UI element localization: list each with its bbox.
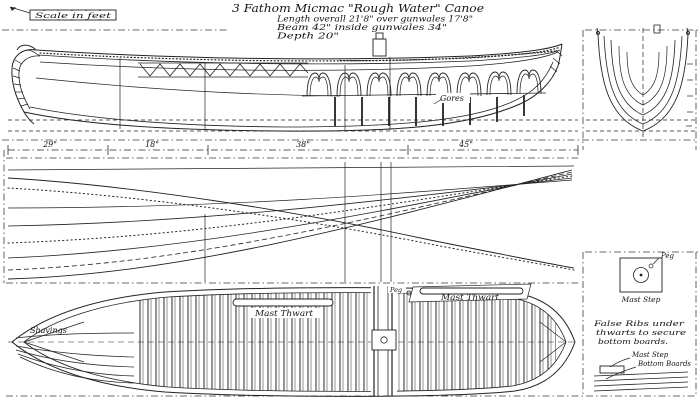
mast-block [372, 32, 387, 57]
dimension-line: 29" 18" 38" 45" [7, 140, 579, 155]
lines-plan-view [7, 162, 575, 282]
spec-beam: Beam 42" inside gunwales 34" [276, 23, 447, 32]
profile-stations [119, 57, 391, 130]
title-block: 3 Fathom Micmac "Rough Water" Canoe Leng… [232, 2, 485, 41]
plan-mast-assembly [371, 286, 397, 396]
dim-45: 45" [458, 140, 473, 149]
profile-view: Gores [8, 32, 697, 132]
body-plan-view [596, 24, 693, 138]
plan-peg: Peg [388, 284, 412, 296]
drawing-title: 3 Fathom Micmac "Rough Water" Canoe [232, 2, 485, 15]
mast-thwart-1-label: Mast Thwart [254, 309, 314, 318]
plan-outer-gunwale [11, 287, 576, 397]
section-ticks [686, 63, 693, 127]
false-ribs-note: False Ribs under thwarts to secure botto… [593, 319, 687, 346]
dim-29: 29" [42, 140, 57, 149]
note-line-3: bottom boards. [598, 337, 668, 346]
plan-view: Shavings Mast Thwart Mast Thwart Peg [8, 283, 578, 397]
spec-depth: Depth 20" [275, 32, 339, 41]
stern-hatching [549, 49, 563, 73]
zigzag-band [138, 62, 309, 78]
note-line-2: thwarts to secure [596, 328, 687, 337]
bottom-boards-label: Bottom Boards [637, 360, 691, 368]
gores-label: Gores [440, 94, 464, 103]
scale-arrowhead [10, 7, 16, 11]
shavings-label: Shavings [30, 326, 67, 335]
mast-step-side-label: Mast Step [631, 351, 669, 359]
keel-line [23, 43, 563, 132]
note-line-1: False Ribs under [593, 319, 685, 328]
dim-38: 38" [296, 140, 310, 149]
mast-step-plan-label: Mast Step [621, 295, 661, 304]
detail-peg-label: Peg [660, 252, 675, 260]
gore-band [301, 69, 547, 97]
mast-step-plan-detail: Peg Mast Step [619, 252, 675, 304]
bow-hatching [12, 59, 29, 107]
mast-step-side-detail: Mast Step Bottom Boards [593, 351, 691, 392]
detail-column: Peg Mast Step False Ribs under thwarts t… [593, 252, 691, 392]
lines-plan-stations [204, 162, 392, 282]
waterlines [8, 119, 697, 132]
scale-bar: Scale in feet [9, 6, 117, 21]
dim-18: 18" [145, 140, 159, 149]
scale-label: Scale in feet [35, 11, 113, 20]
spec-length: Length overall 21'8" over gunwales 17'8" [276, 15, 473, 24]
sheer-line [35, 43, 563, 60]
bow-stem [11, 49, 37, 125]
shavings-strakes [15, 321, 135, 384]
plan-peg-label: Peg [389, 286, 402, 294]
mast-thwart-1: Mast Thwart [232, 298, 334, 318]
mast-thwart-2: Mast Thwart [408, 283, 532, 303]
plan-ribs [136, 292, 556, 392]
mast-thwart-2-label: Mast Thwart [440, 293, 500, 302]
